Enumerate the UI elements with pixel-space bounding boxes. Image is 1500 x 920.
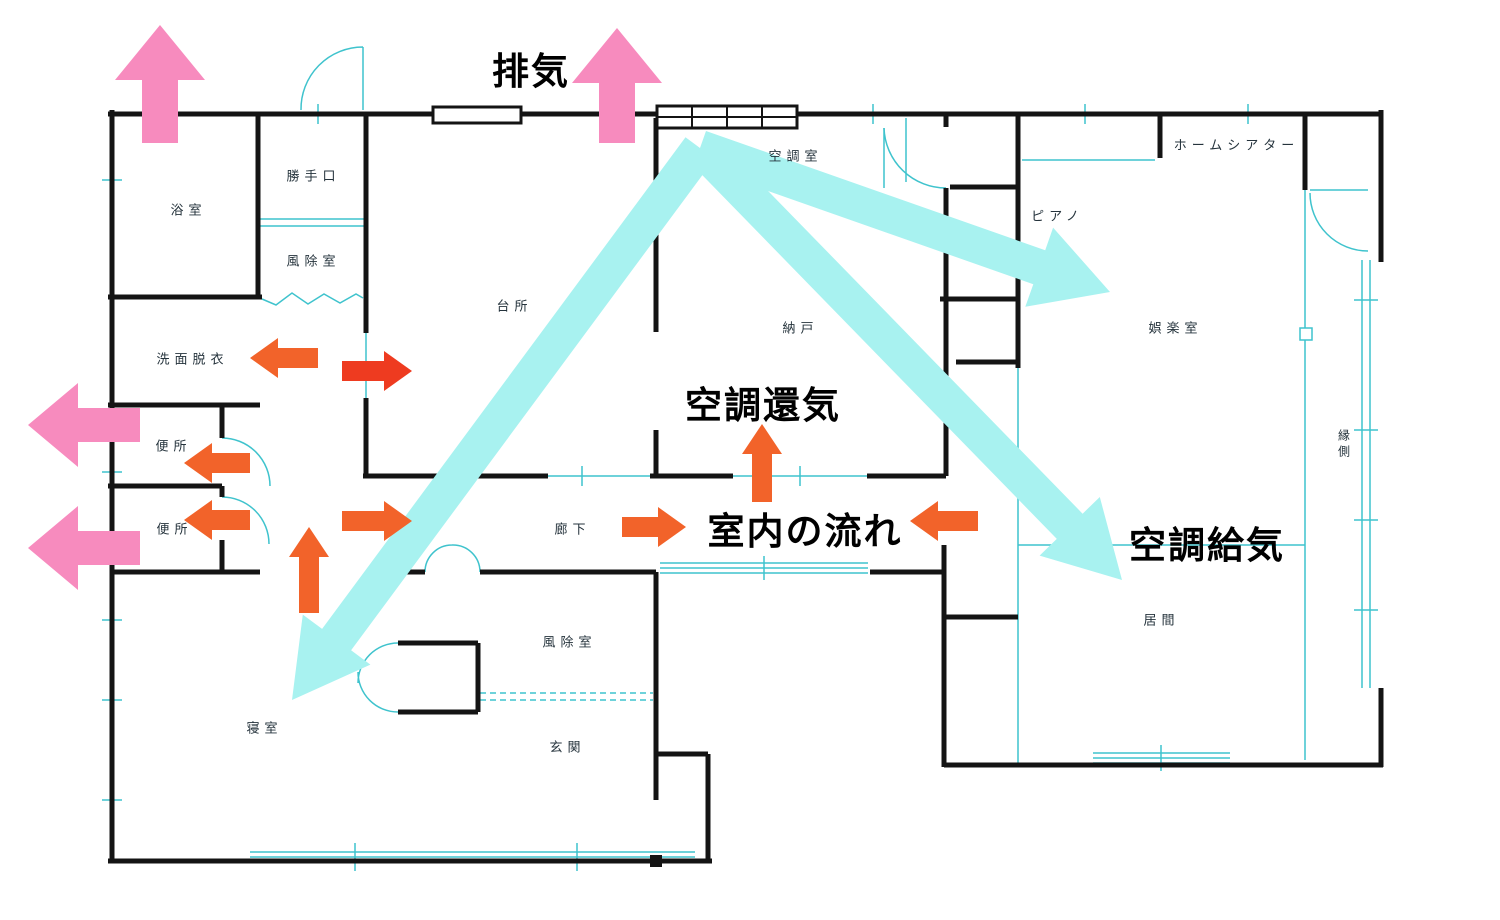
- annotation-ac-supply: 空調給気: [1129, 525, 1285, 566]
- room-label-corridor: 廊下: [554, 521, 591, 537]
- top-wall-windows: [431, 104, 799, 130]
- room-label-toilet-2: 便所: [156, 521, 193, 537]
- room-label-piano: ピアノ: [1031, 208, 1084, 224]
- flow-arrow-right-kitchen: [342, 351, 412, 391]
- flow-arrow-left-toilet-2: [184, 500, 250, 540]
- annotation-indoor-flow: 室内の流れ: [707, 511, 903, 552]
- toilet-2-door-arc: [221, 496, 270, 545]
- exhaust-arrow-up-ac-room: [572, 28, 662, 143]
- home-theater-door-arc: [1309, 189, 1369, 252]
- room-label-bath: 浴室: [170, 202, 207, 218]
- flow-arrow-right-corridor-west: [342, 501, 412, 541]
- room-label-windbreak-lower: 風除室: [542, 634, 597, 650]
- flow-arrow-left-center: [910, 501, 978, 541]
- exhaust-arrow-left-toilet-2: [28, 506, 140, 590]
- flow-arrow-right-center: [622, 507, 686, 547]
- room-label-recreation: 娯楽室: [1148, 320, 1203, 336]
- annotation-exhaust: 排気: [492, 51, 570, 92]
- toilet-1-door-arc: [221, 437, 271, 487]
- room-label-toilet-1: 便所: [155, 438, 192, 454]
- supply-arrow-to-living: [690, 137, 1122, 580]
- room-label-ac-room: 空調室: [768, 148, 823, 164]
- room-label-engawa: 縁側: [1336, 429, 1351, 461]
- construction-lines: [102, 46, 1378, 871]
- room-label-bedroom: 寝室: [246, 720, 283, 736]
- supply-arrow-to-recreation: [694, 131, 1110, 307]
- ac-room-door-arc: [883, 127, 947, 189]
- supply-air-arrows: [292, 131, 1122, 701]
- room-label-kitchen: 台所: [496, 298, 533, 314]
- engawa-post: [1299, 327, 1313, 341]
- back-door-arc: [300, 46, 364, 111]
- windbreak-double-door-arcs: [424, 544, 481, 573]
- supply-arrow-to-bedroom: [292, 137, 715, 701]
- room-label-back-door: 勝手口: [286, 168, 341, 184]
- exhaust-arrow-left-toilet-1: [28, 383, 140, 467]
- porch-post: [650, 855, 662, 867]
- room-label-living: 居間: [1143, 612, 1180, 628]
- room-label-entrance: 玄関: [549, 739, 586, 755]
- flow-arrow-left-toilet-1: [184, 443, 250, 483]
- annotation-ac-return: 空調還気: [685, 385, 841, 426]
- flow-arrow-up-bedroom: [289, 527, 329, 613]
- walls: [108, 110, 1384, 864]
- room-label-washroom: 洗面脱衣: [156, 351, 229, 367]
- room-label-home-theater: ホームシアター: [1173, 137, 1300, 153]
- room-label-windbreak-upper: 風除室: [286, 253, 341, 269]
- flow-arrow-up-return: [742, 424, 782, 502]
- bedroom-double-door-arcs: [357, 642, 399, 713]
- exhaust-arrow-up-bathroom: [115, 25, 205, 143]
- room-label-storage: 納戸: [782, 320, 819, 336]
- exhaust-arrows: [28, 25, 662, 590]
- flow-arrow-left-washroom: [250, 338, 318, 378]
- indoor-flow-arrows: [184, 338, 978, 613]
